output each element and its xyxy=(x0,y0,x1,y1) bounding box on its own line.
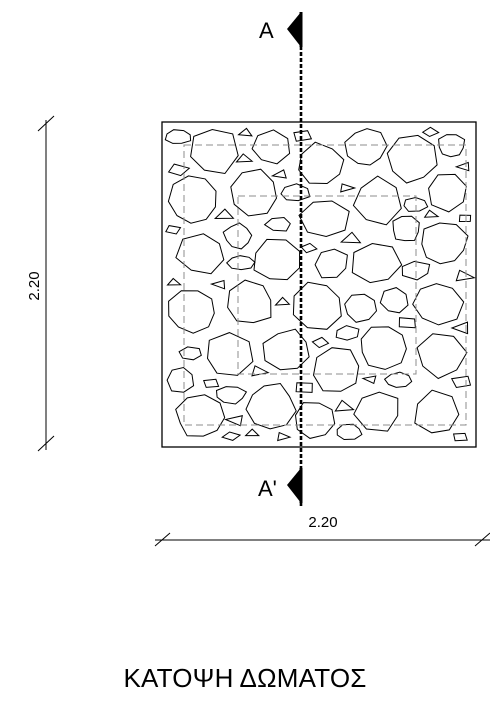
pebble xyxy=(294,402,336,439)
section-marker-bottom-label: A' xyxy=(258,476,277,501)
pebble xyxy=(312,347,360,392)
pebble xyxy=(360,326,407,370)
pebble xyxy=(351,242,403,284)
pebble xyxy=(314,248,348,279)
pebble xyxy=(339,231,362,244)
pebble xyxy=(165,225,182,235)
pebble xyxy=(414,389,460,434)
pebble xyxy=(213,208,235,220)
pebble xyxy=(270,169,287,179)
pebble xyxy=(334,399,355,412)
gravel-pebbles xyxy=(164,126,476,442)
pebble xyxy=(292,281,342,330)
pebble xyxy=(386,134,438,184)
pebble xyxy=(235,153,254,163)
pebble xyxy=(280,183,311,202)
pebble xyxy=(190,128,239,175)
pebble xyxy=(227,279,272,324)
pebble xyxy=(340,183,357,193)
horizontal-dimension-label: 2.20 xyxy=(308,514,337,531)
pebble xyxy=(428,173,467,213)
pebble xyxy=(452,432,468,442)
pebble xyxy=(300,242,318,254)
pebble xyxy=(298,200,350,238)
pebble xyxy=(438,134,466,158)
pebble xyxy=(336,423,363,441)
pebble xyxy=(421,222,469,265)
pebble xyxy=(450,375,472,389)
pebble xyxy=(251,129,291,165)
pebble xyxy=(175,233,225,275)
pebble xyxy=(293,130,313,142)
pebble xyxy=(244,428,261,437)
pebble xyxy=(209,279,226,290)
pebble xyxy=(206,332,254,376)
pebble xyxy=(412,283,465,326)
pebble xyxy=(398,317,416,329)
vertical-dimension-label: 2.20 xyxy=(26,271,43,300)
drawing-title: ΚΑΤΟΨΗ ΔΩΜΑΤΟΣ xyxy=(123,663,367,693)
pebble xyxy=(416,333,468,380)
pebble xyxy=(295,382,313,393)
pebble xyxy=(344,128,388,166)
pebble xyxy=(458,214,472,223)
pebble xyxy=(253,238,301,281)
pebble xyxy=(450,321,469,335)
pebble xyxy=(237,127,253,137)
pebble xyxy=(353,391,399,432)
section-marker-bottom xyxy=(287,468,303,503)
pebble xyxy=(455,269,476,282)
section-marker-top xyxy=(287,12,303,47)
pebble xyxy=(423,209,440,218)
pebble xyxy=(274,296,291,306)
pebble xyxy=(379,287,409,314)
pebble xyxy=(403,196,429,212)
vertical-dimension xyxy=(37,115,55,452)
pebble xyxy=(167,175,217,224)
section-marker-top-label: A xyxy=(259,18,274,43)
dashed-outer-outline xyxy=(183,144,467,426)
pebble xyxy=(352,175,402,226)
pebble xyxy=(225,255,256,271)
pebble xyxy=(168,290,215,334)
slab-outline xyxy=(161,121,477,448)
pebble xyxy=(178,346,202,361)
pebble xyxy=(361,375,377,385)
pebble xyxy=(277,431,292,442)
pebble xyxy=(167,163,191,177)
pebble xyxy=(392,215,420,242)
pebble xyxy=(311,336,330,349)
pebble xyxy=(383,371,413,388)
pebble xyxy=(221,431,242,441)
pebble xyxy=(298,141,345,185)
pebble xyxy=(335,325,360,341)
pebble xyxy=(454,161,470,172)
pebble xyxy=(203,378,220,388)
pebble xyxy=(166,277,182,286)
pebble xyxy=(175,394,226,437)
pebble xyxy=(166,366,195,393)
pebble xyxy=(263,216,291,232)
pebble xyxy=(222,222,253,250)
pebble xyxy=(223,415,243,427)
dashed-inner-outline xyxy=(237,195,417,375)
pebble xyxy=(421,126,440,138)
pebble xyxy=(215,386,248,405)
pebble xyxy=(164,129,192,144)
horizontal-dimension xyxy=(154,532,490,547)
pebble xyxy=(344,293,378,323)
pebble xyxy=(230,168,278,217)
pebble xyxy=(401,260,431,281)
pebble xyxy=(262,328,310,371)
pebble xyxy=(245,382,297,430)
